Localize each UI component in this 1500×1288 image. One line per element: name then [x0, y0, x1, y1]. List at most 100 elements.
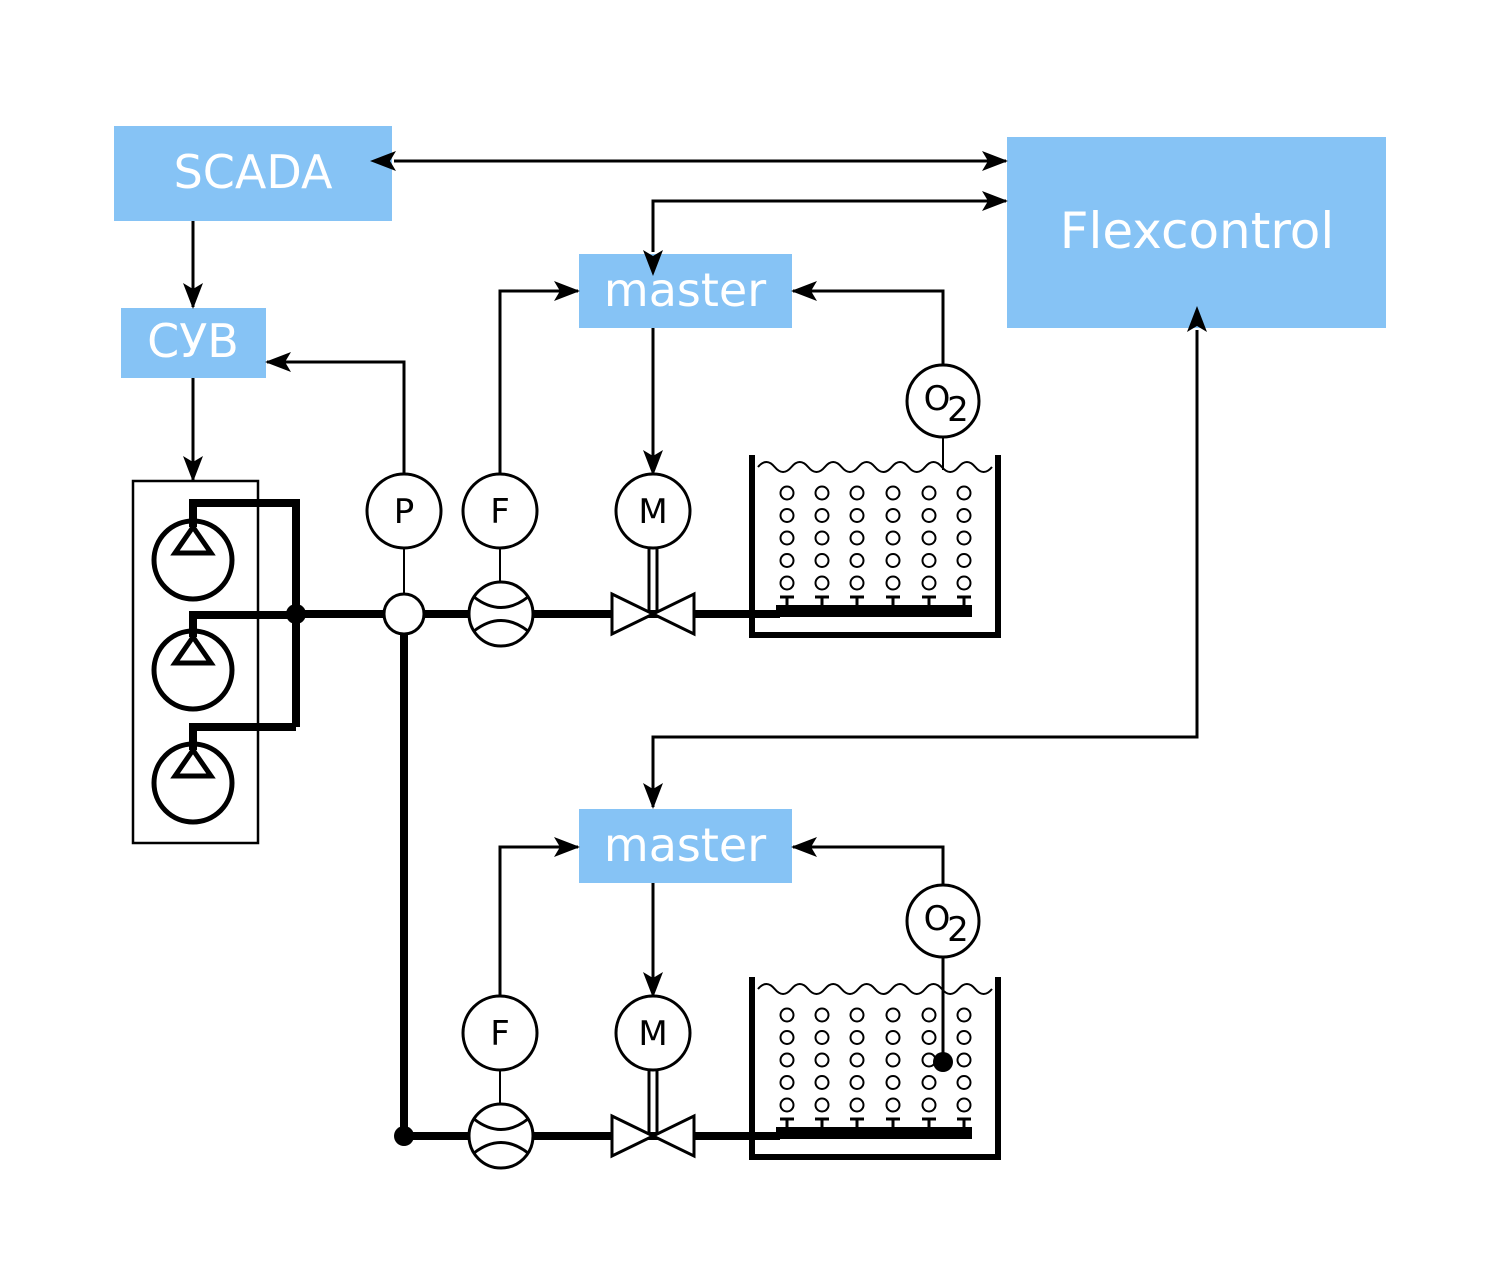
air-bubble [885, 1075, 901, 1090]
diffuser-header [776, 605, 972, 617]
bottom-branch-junction [394, 1126, 414, 1146]
air-bubble [814, 508, 830, 523]
motor-actuator-top: M [614, 472, 692, 550]
air-bubble [849, 553, 865, 568]
air-bubble [849, 485, 865, 501]
pump-3 [151, 741, 235, 825]
motor-actuator-bottom: M [614, 994, 692, 1072]
diffuser-nozzle [815, 595, 829, 605]
diffuser-header [776, 1127, 972, 1139]
air-bubble [921, 553, 937, 568]
diffuser-nozzle [886, 1117, 900, 1127]
flow-meter-top [467, 580, 535, 648]
diffuser-nozzle [886, 595, 900, 605]
air-bubble [921, 530, 937, 546]
diffuser-nozzle [780, 595, 794, 605]
flow-sensor-bottom-label: F [490, 1014, 510, 1054]
air-bubble [814, 530, 830, 546]
cyb-label: СУВ [147, 314, 239, 368]
air-bubble [814, 1097, 830, 1113]
air-bubble [885, 575, 901, 591]
master-top-label: master [604, 263, 766, 317]
air-bubble [885, 1052, 901, 1068]
pressure-tap [382, 592, 426, 636]
air-bubble [956, 553, 972, 568]
control-valve-bottom [610, 1113, 696, 1159]
diffuser-nozzle [922, 595, 936, 605]
water-surface [757, 983, 993, 995]
air-bubble [779, 1007, 795, 1023]
air-bubble [814, 553, 830, 568]
air-bubble [921, 1075, 937, 1090]
diffuser-nozzle [957, 1117, 971, 1127]
air-bubble [956, 575, 972, 591]
air-bubble [921, 1097, 937, 1113]
air-bubble [814, 1007, 830, 1023]
pressure-sensor: P [365, 472, 443, 550]
water-surface [757, 461, 993, 473]
flexcontrol-block: Flexcontrol [1007, 137, 1386, 328]
air-bubble [779, 508, 795, 523]
air-bubble [779, 485, 795, 501]
air-bubble [814, 1030, 830, 1045]
air-bubble [779, 1097, 795, 1113]
oxygen-sensor-top: O 2 [905, 363, 981, 439]
air-bubble [849, 1097, 865, 1113]
air-bubble [885, 553, 901, 568]
oxygen-bottom-subscript: 2 [947, 910, 969, 950]
air-bubble [921, 1030, 937, 1045]
master-block-top: master [579, 254, 792, 328]
air-bubble [814, 1052, 830, 1068]
pressure-to-cyb-arrow [265, 352, 406, 475]
diffuser-nozzle [957, 595, 971, 605]
air-bubble [921, 508, 937, 523]
air-bubble [849, 1075, 865, 1090]
scada-block: SCADA [114, 126, 392, 221]
tank-wall [749, 455, 1001, 638]
air-bubble [885, 530, 901, 546]
air-bubble [779, 1052, 795, 1068]
air-bubble [956, 1075, 972, 1090]
flow-sensor-bottom: F [461, 994, 539, 1072]
diffuser-nozzle [815, 1117, 829, 1127]
air-bubble [779, 553, 795, 568]
flexcontrol-label: Flexcontrol [1060, 202, 1335, 260]
air-bubble [921, 575, 937, 591]
air-bubble [849, 508, 865, 523]
air-bubble [849, 1052, 865, 1068]
oxygen-bottom-label: O [924, 899, 951, 939]
oxygen-top-label: O [924, 379, 951, 419]
air-bubble [885, 1097, 901, 1113]
air-bubble [921, 1007, 937, 1023]
air-bubble [814, 485, 830, 501]
master-top-flexcontrol-link [643, 191, 1008, 276]
oxygen-sensor-bottom: O 2 [905, 883, 981, 959]
pump-2 [151, 628, 235, 712]
flow-sensor-top: F [461, 472, 539, 550]
air-bubble [849, 575, 865, 591]
air-bubble [885, 508, 901, 523]
air-bubble [956, 1097, 972, 1113]
motor-top-label: M [638, 492, 667, 532]
motor-bottom-label: M [638, 1014, 667, 1054]
oxygen-probe-bottom-tip [933, 1052, 953, 1072]
flow-top-to-master-arrow [498, 281, 580, 475]
flow-meter-bottom [467, 1102, 535, 1170]
air-bubble [921, 485, 937, 501]
air-bubble [956, 530, 972, 546]
air-bubble [779, 1075, 795, 1090]
air-bubble [885, 1030, 901, 1045]
air-bubble [849, 530, 865, 546]
control-valve-top [610, 591, 696, 637]
air-bubble [779, 1030, 795, 1045]
pump-1 [151, 518, 235, 602]
oxygen-top-subscript: 2 [947, 390, 969, 430]
diffuser-nozzle [922, 1117, 936, 1127]
air-bubble [956, 1007, 972, 1023]
air-bubble [956, 508, 972, 523]
cyb-block: СУВ [121, 308, 266, 378]
oxygen-bottom-to-master-arrow [791, 837, 945, 886]
air-bubble [956, 1030, 972, 1045]
diffuser-nozzle [850, 1117, 864, 1127]
